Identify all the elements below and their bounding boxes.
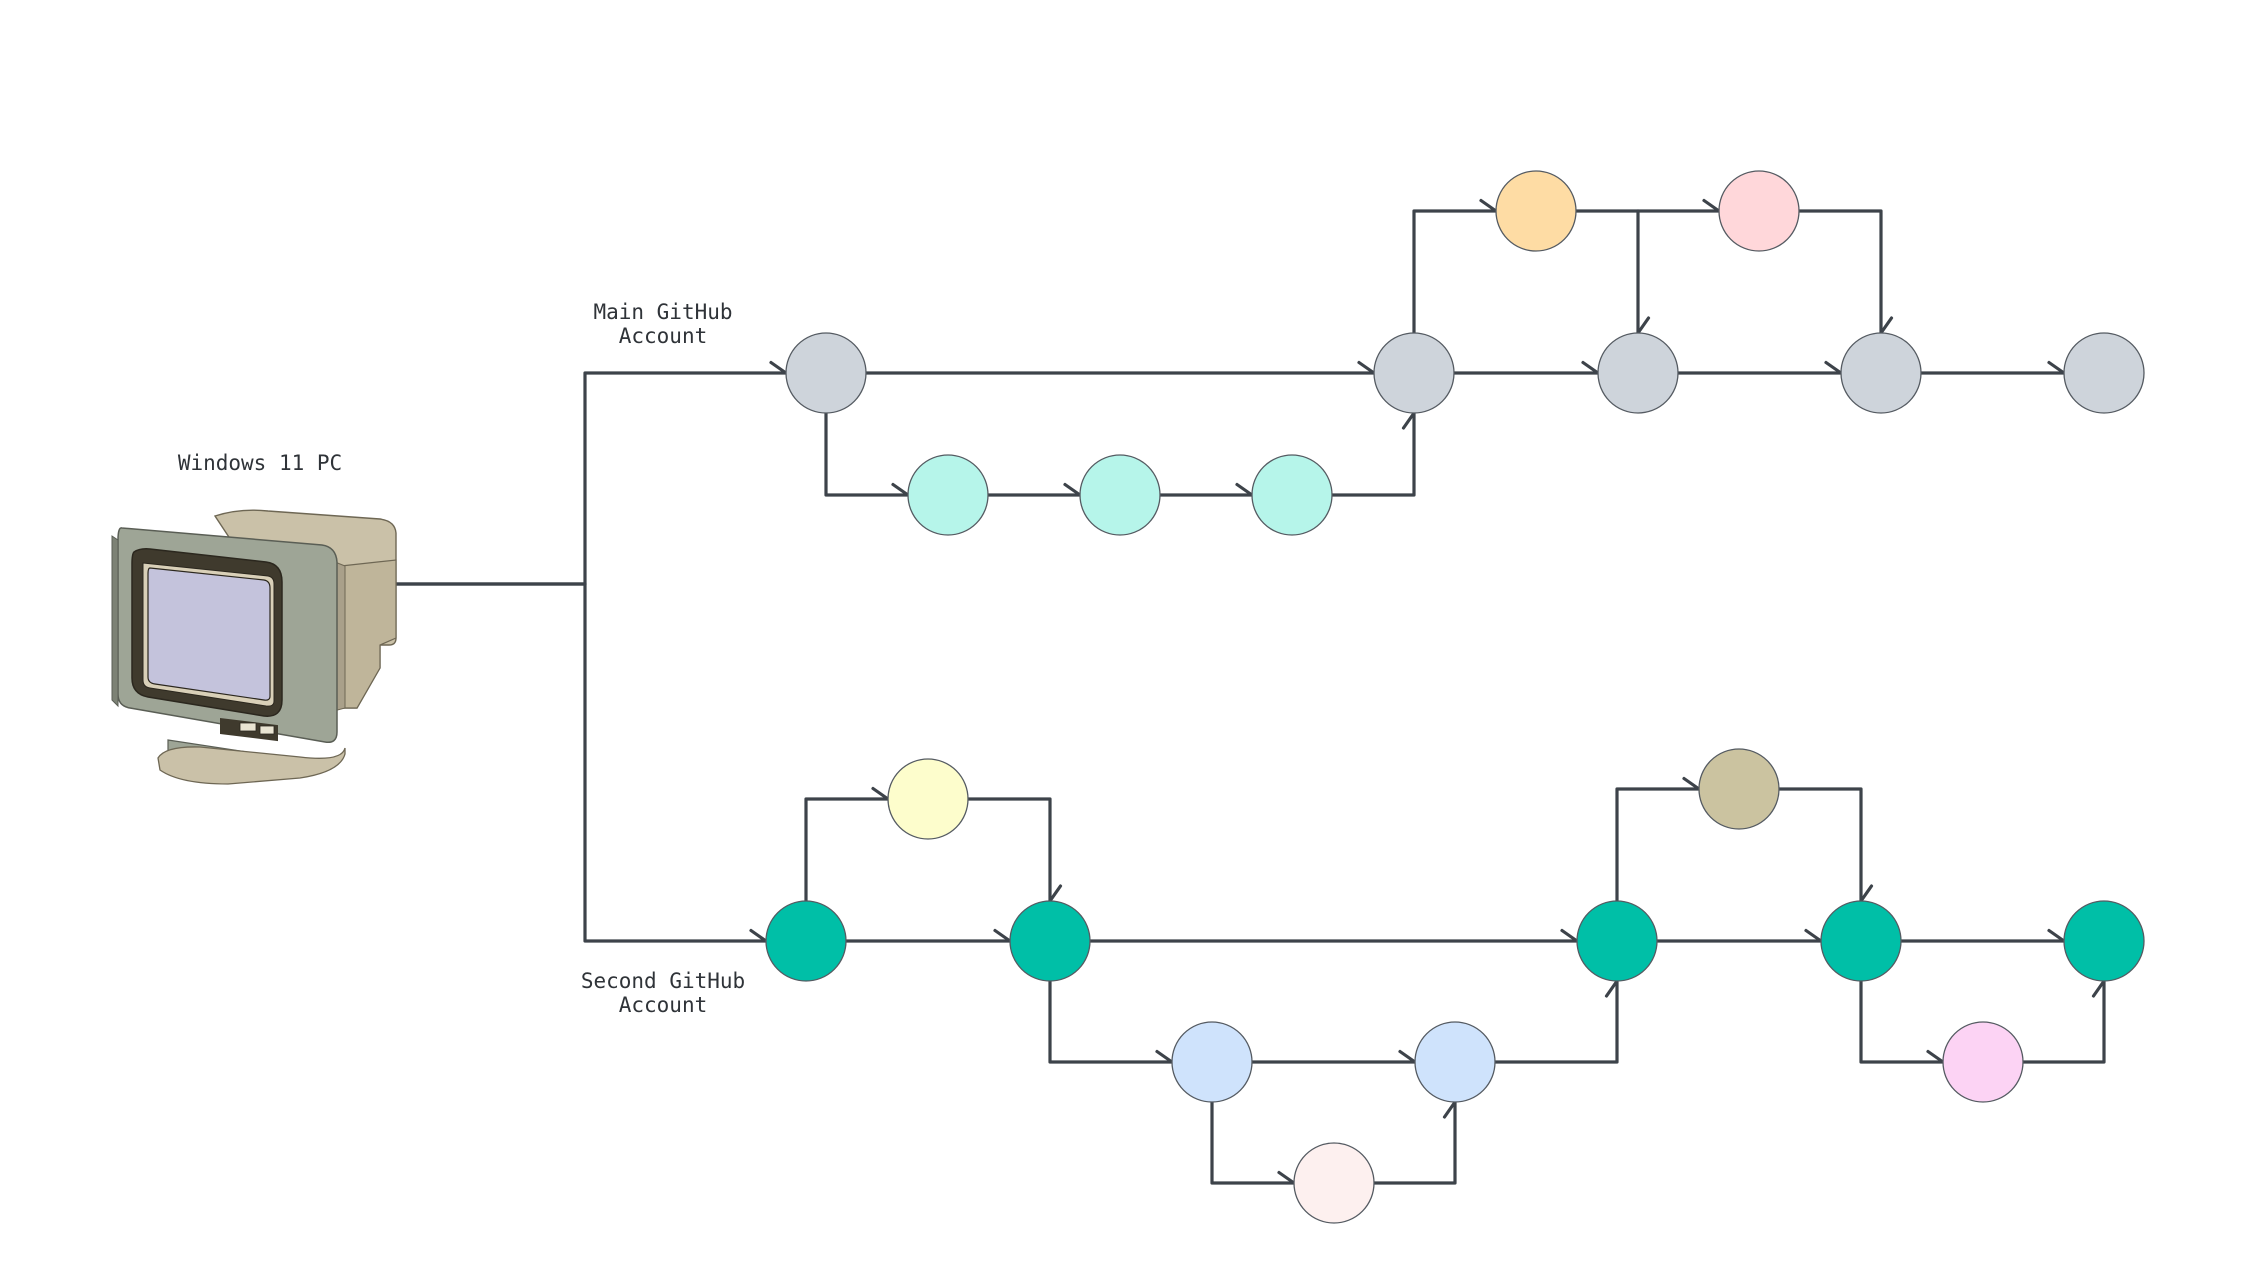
- edge-m3-m4: [1676, 360, 1843, 375]
- arrowhead: [1442, 1100, 1457, 1119]
- edge-s4-g1: [1859, 979, 1945, 1064]
- edge-c2-c3: [1158, 482, 1254, 497]
- arrowhead: [2047, 360, 2066, 375]
- edge-s1-s2: [844, 928, 1012, 943]
- edge-s4-s5: [1899, 928, 2066, 943]
- edge-b2-s3: [1493, 979, 1619, 1064]
- commit-node-p1: [1718, 170, 1800, 252]
- arrowhead: [1277, 1170, 1296, 1185]
- edge-t1-s4: [1777, 787, 1874, 903]
- edge-c3-m2: [1330, 411, 1416, 497]
- second-account-label: Second GitHub Account: [580, 969, 746, 1017]
- arrowhead: [1155, 1049, 1174, 1064]
- commit-node-t1: [1698, 748, 1780, 830]
- arrowhead: [1702, 198, 1721, 213]
- edge-pc-m1: [383, 360, 788, 586]
- commit-node-m4: [1840, 332, 1922, 414]
- main-account-label: Main GitHub Account: [593, 300, 733, 348]
- edge-s2-b1: [1048, 979, 1174, 1064]
- arrowhead: [769, 360, 788, 375]
- edge-p1-m4: [1797, 209, 1894, 335]
- pc-label: Windows 11 PC: [177, 451, 343, 475]
- arrowhead: [1398, 1049, 1417, 1064]
- commit-node-s2: [1009, 900, 1091, 982]
- edge-c1-c2: [986, 482, 1082, 497]
- arrowhead: [1479, 198, 1498, 213]
- commit-node-c2: [1079, 454, 1161, 536]
- computer-icon: [111, 509, 397, 785]
- edge-b1-b2: [1250, 1049, 1417, 1064]
- commit-node-c1: [907, 454, 989, 536]
- arrowhead: [1879, 316, 1894, 335]
- node-layer: [765, 170, 2145, 1224]
- arrowhead: [1581, 360, 1600, 375]
- edge-r1-b2: [1372, 1100, 1457, 1185]
- arrowhead: [2091, 979, 2106, 998]
- edge-o1-m3: [1574, 209, 1651, 335]
- arrowhead: [871, 786, 890, 801]
- edge-y1-s2: [966, 797, 1063, 903]
- arrowhead: [1235, 482, 1254, 497]
- arrowhead: [749, 928, 768, 943]
- commit-node-m5: [2063, 332, 2145, 414]
- edge-g1-s5: [2021, 979, 2106, 1064]
- commit-node-s1: [765, 900, 847, 982]
- commit-node-s4: [1820, 900, 1902, 982]
- arrowhead: [891, 482, 910, 497]
- edge-m1-m2: [864, 360, 1376, 375]
- arrowhead: [1401, 411, 1416, 430]
- commit-node-s3: [1576, 900, 1658, 982]
- edge-pc-s1: [583, 582, 768, 943]
- edge-s3-t1: [1615, 776, 1701, 903]
- arrowhead: [1682, 776, 1701, 791]
- commit-node-b1: [1171, 1021, 1253, 1103]
- commit-node-c3: [1251, 454, 1333, 536]
- arrowhead: [993, 928, 1012, 943]
- edge-b1-r1: [1210, 1100, 1296, 1185]
- commit-node-o1: [1495, 170, 1577, 252]
- arrowhead: [1063, 482, 1082, 497]
- connector-layer: [380, 198, 2106, 1185]
- arrowhead: [1859, 884, 1874, 903]
- arrowhead: [1560, 928, 1579, 943]
- edge-m4-m5: [1919, 360, 2066, 375]
- arrowhead: [1824, 360, 1843, 375]
- arrowhead: [1604, 979, 1619, 998]
- commit-node-b2: [1414, 1021, 1496, 1103]
- arrowhead: [1357, 360, 1376, 375]
- commit-node-m3: [1597, 332, 1679, 414]
- edge-s3-s4: [1655, 928, 1823, 943]
- arrowhead: [1926, 1049, 1945, 1064]
- arrowhead: [1804, 928, 1823, 943]
- edge-s2-s3: [1088, 928, 1579, 943]
- commit-node-r1: [1293, 1142, 1375, 1224]
- edge-s1-y1: [804, 786, 890, 903]
- commit-node-y1: [887, 758, 969, 840]
- arrowhead: [1048, 884, 1063, 903]
- arrowhead: [1636, 316, 1651, 335]
- commit-node-g1: [1942, 1021, 2024, 1103]
- edge-m2-m3: [1452, 360, 1600, 375]
- edge-m2-o1: [1412, 198, 1498, 335]
- commit-node-s5: [2063, 900, 2145, 982]
- edge-o1-p1: [1636, 198, 1721, 213]
- arrowhead: [2047, 928, 2066, 943]
- edge-m1-c1: [824, 411, 910, 497]
- commit-node-m2: [1373, 332, 1455, 414]
- commit-node-m1: [785, 332, 867, 414]
